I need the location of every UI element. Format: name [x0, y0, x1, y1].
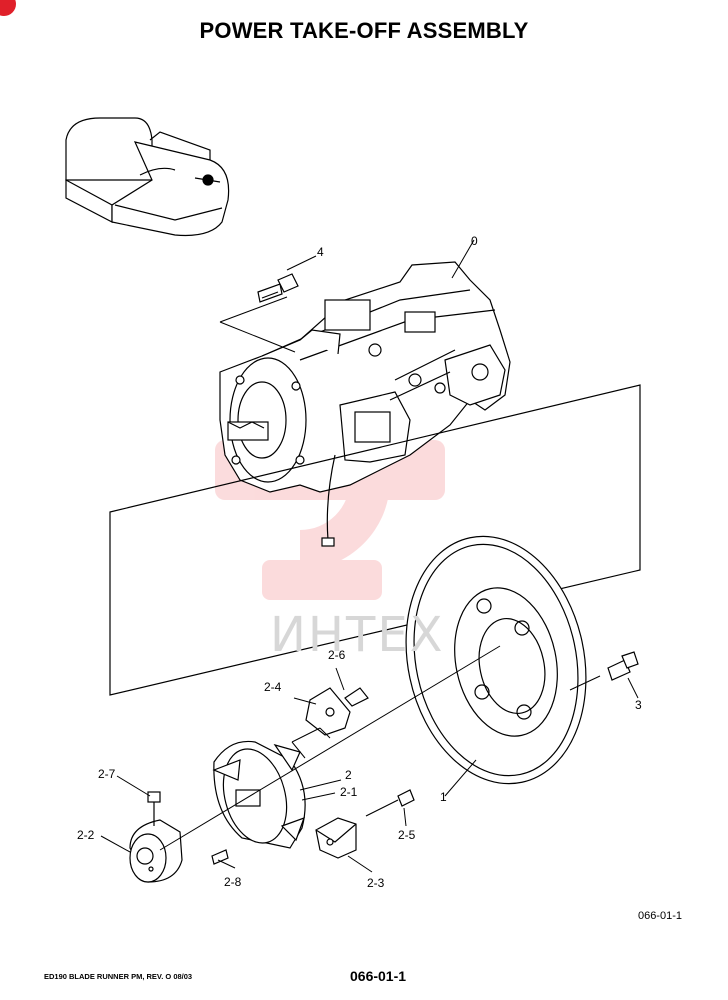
bolt-item-2-5	[365, 789, 415, 817]
callout-0: 0	[471, 234, 478, 248]
watermark-text: ИНТЕХ	[270, 607, 445, 663]
bracket-item-2-4	[305, 687, 351, 736]
bolt-item-2-6	[344, 687, 369, 707]
callout-2-1: 2-1	[340, 785, 358, 799]
bolt-item-4	[257, 273, 299, 303]
callout-2: 2	[345, 768, 352, 782]
callout-1: 1	[440, 790, 447, 804]
callout-3: 3	[635, 698, 642, 712]
hydraulic-pump-assembly	[219, 261, 511, 547]
callout-4: 4	[317, 245, 324, 259]
callout-2-5: 2-5	[398, 828, 416, 842]
corner-logo-mark	[0, 0, 16, 16]
footer-page-number: 066-01-1	[350, 968, 407, 984]
callout-2-2: 2-2	[77, 828, 95, 842]
callout-2-8: 2-8	[224, 875, 242, 889]
set-screw-item-2-7	[147, 791, 161, 826]
figure-reference: 066-01-1	[637, 910, 682, 922]
coupling-plate-item-1	[405, 535, 587, 785]
coupling-element-item-2-1	[212, 740, 306, 849]
footer-document-info: ED190 BLADE RUNNER PM, REV. O 08/03	[44, 972, 193, 981]
hub-item-2-2	[129, 819, 183, 883]
machine-thumbnail-icon	[65, 117, 230, 237]
callout-2-3: 2-3	[367, 876, 385, 890]
callout-2-7: 2-7	[98, 767, 116, 781]
mounting-plane-outline	[109, 384, 641, 696]
page-title: POWER TAKE-OFF ASSEMBLY	[199, 18, 529, 43]
bracket-item-2-3	[315, 817, 357, 859]
callout-2-6: 2-6	[328, 648, 346, 662]
leader-lines	[100, 239, 501, 873]
callout-2-4: 2-4	[264, 680, 282, 694]
bolt-item-3	[607, 651, 639, 681]
pin-item-2-8	[211, 849, 229, 865]
